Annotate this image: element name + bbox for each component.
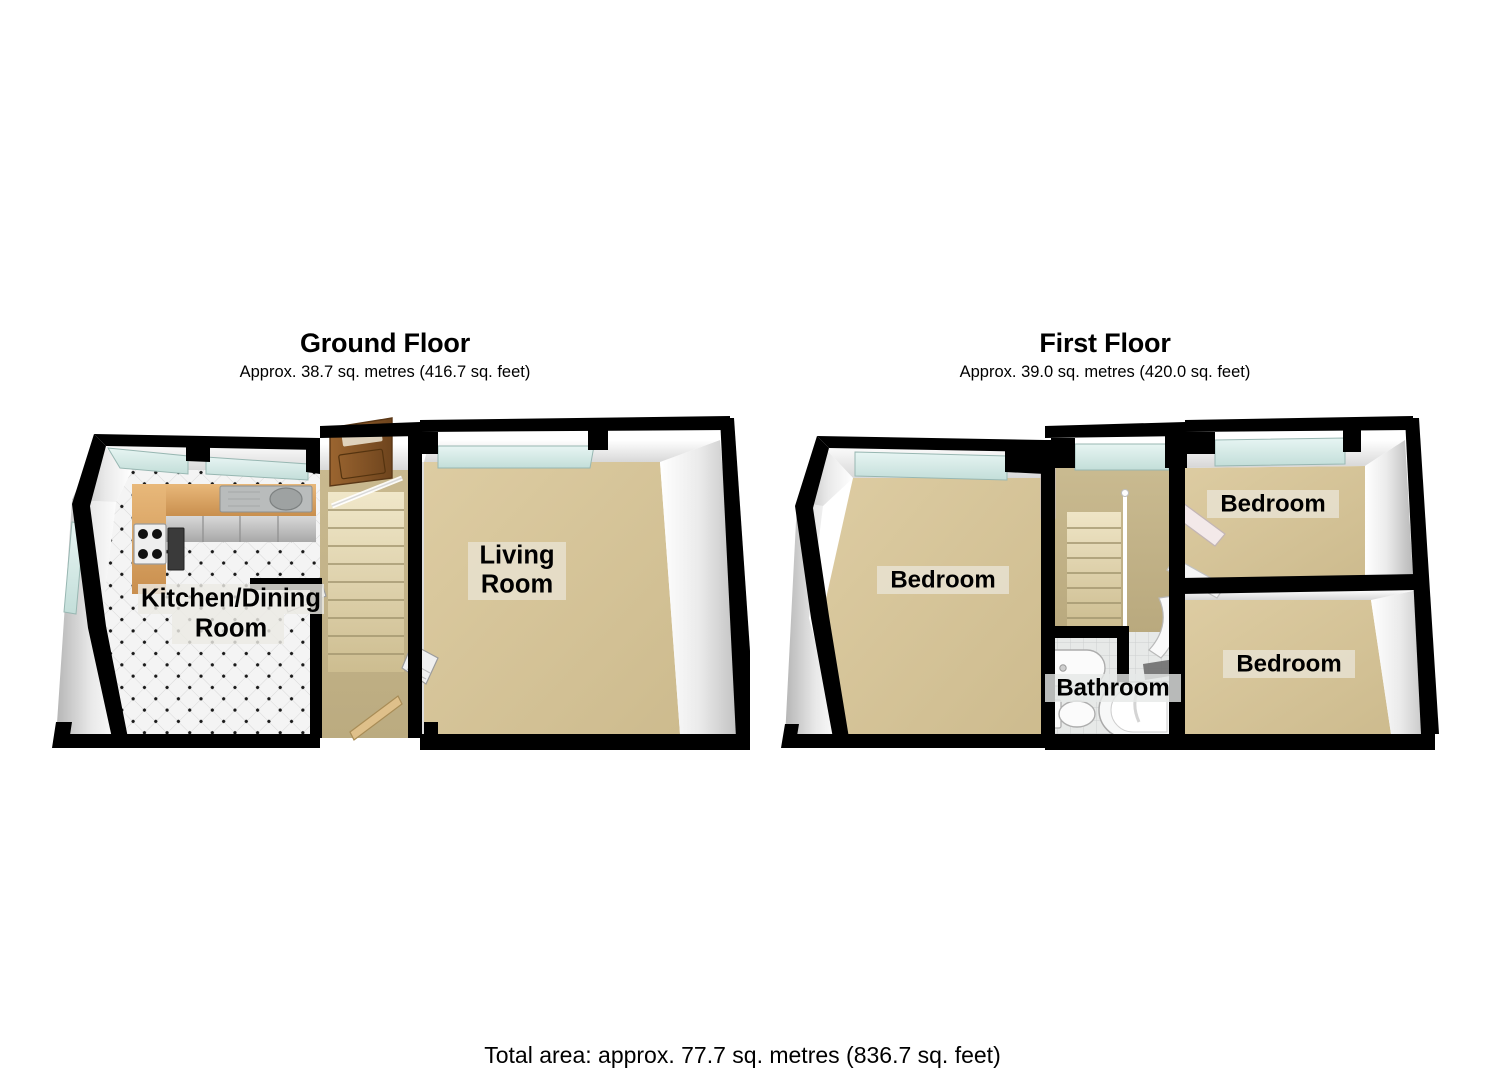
kitchen-base-cabinets: [166, 516, 316, 542]
kitchen-window-2: [205, 456, 309, 481]
living-room-label-group: Living Room: [468, 542, 566, 600]
bedroom-top-right-window: [1214, 437, 1346, 467]
bedroom-left-floor: [823, 478, 1045, 738]
bedroom-left-window: [854, 451, 1008, 481]
bathroom-label: Bathroom: [1056, 674, 1169, 701]
stair-banister-rail-ground: [331, 477, 403, 507]
first-floor-svg: Bedroom Bedroom Bedroom Bathroom: [781, 416, 1439, 750]
kitchen-dining-label-line1: Kitchen/Dining: [141, 585, 321, 613]
living-room-label-line2: Room: [481, 571, 553, 599]
kitchen-dining-label-line2: Room: [195, 615, 267, 643]
toilet-pan-icon: [1058, 700, 1096, 728]
kitchen-window-1: [107, 447, 189, 475]
ground-floor-subtitle: Approx. 38.7 sq. metres (416.7 sq. feet): [239, 363, 531, 381]
total-area-text: Total area: approx. 77.7 sq. metres (836…: [484, 1042, 1001, 1068]
living-wall-right-face: [660, 440, 746, 734]
ground-floor-panel: Ground Floor Approx. 38.7 sq. metres (41…: [20, 330, 750, 800]
first-floor-title: First Floor: [1039, 328, 1171, 358]
first-floor-wall-structure: [781, 416, 1439, 750]
sink-bowl-icon: [269, 487, 303, 511]
kitchen-dining-room-label-group: Kitchen/Dining Room: [138, 584, 324, 644]
basin-plug-icon: [1059, 664, 1067, 672]
bed-tr-wall-right-face: [1365, 440, 1413, 578]
first-floor-subtitle: Approx. 39.0 sq. metres (420.0 sq. feet): [959, 363, 1251, 381]
stair-treads-first: [1067, 527, 1121, 619]
bedroom-top-right-floor: [1183, 466, 1365, 578]
drainer-grooves-icon: [228, 491, 260, 507]
bedroom-bottom-right-label-group: Bedroom: [1223, 650, 1355, 678]
first-floor-panel: First Floor Approx. 39.0 sq. metres (420…: [745, 330, 1465, 800]
bedroom-top-right-label-group: Bedroom: [1207, 490, 1339, 518]
front-door-lower-panel: [338, 448, 386, 480]
hob-burners-icon: [138, 529, 162, 559]
ground-floor-title: Ground Floor: [299, 328, 471, 358]
bedroom-left-label-group: Bedroom: [877, 566, 1009, 594]
landing-window: [1074, 443, 1170, 471]
living-window-1: [437, 445, 595, 469]
bathroom-label-group: Bathroom: [1045, 674, 1181, 702]
staircase-first: [1067, 512, 1121, 632]
bedroom-bottom-right-label: Bedroom: [1236, 650, 1341, 677]
bed-left-wall-left-face: [785, 502, 841, 738]
stair-post-cap-icon: [1121, 489, 1129, 497]
first-floor-plan-graphic: Bedroom Bedroom Bedroom Bathroom: [745, 382, 1465, 792]
bedroom-left-label: Bedroom: [890, 566, 995, 593]
kitchen-cabinet-divisions: [202, 516, 279, 542]
bedroom-top-right-label: Bedroom: [1220, 490, 1325, 517]
living-room-label-line1: Living: [479, 542, 554, 570]
hob-icon: [133, 523, 167, 565]
ground-floor-plan-graphic: Kitchen/Dining Room Living Room: [20, 382, 750, 792]
ground-floor-svg: Kitchen/Dining Room Living Room: [52, 416, 750, 750]
hall-door-open-icon[interactable]: [349, 695, 403, 741]
oven-unit-icon: [167, 527, 185, 571]
stair-treads-ground: [328, 509, 404, 655]
